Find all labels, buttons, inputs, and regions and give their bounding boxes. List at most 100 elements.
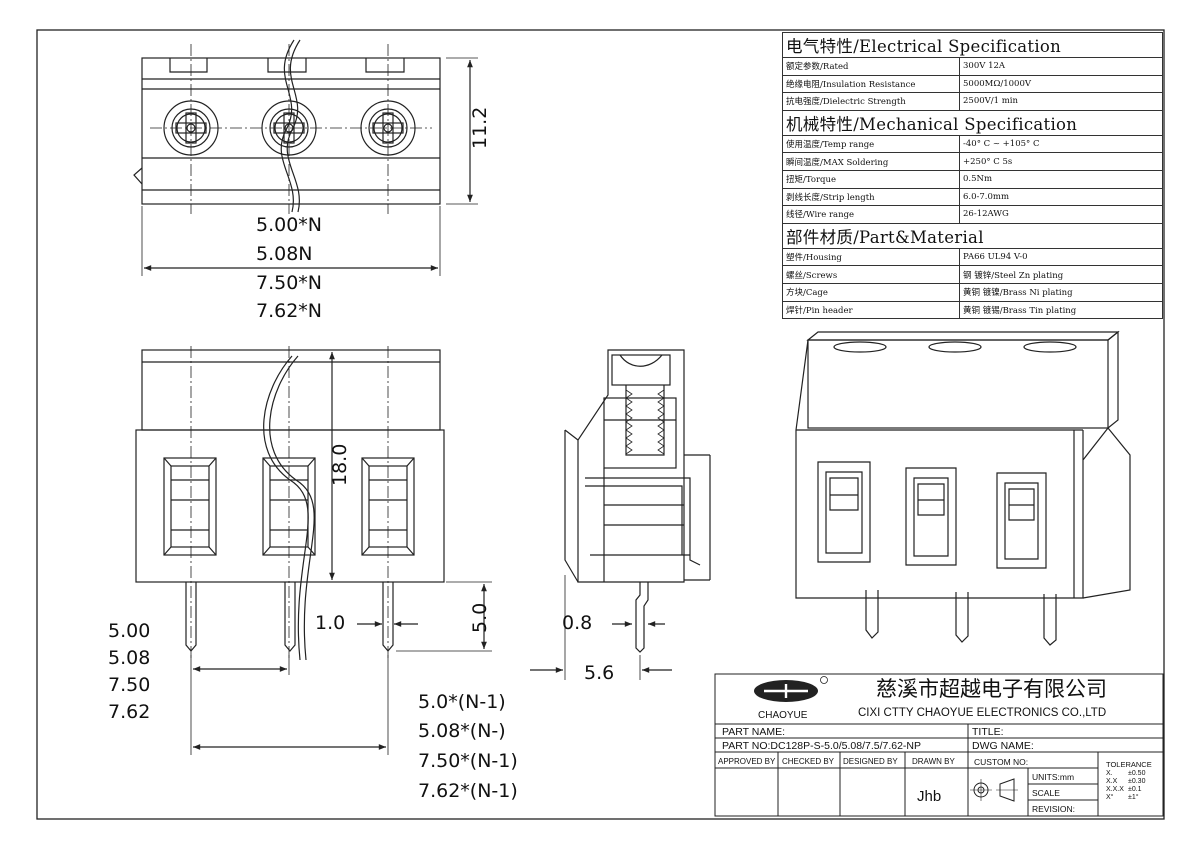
tolerance-row: X.X ±0.30 bbox=[1106, 778, 1145, 786]
spec-heading-text: 电气特性/Electrical Specification bbox=[782, 32, 1163, 58]
scale-label: SCALE bbox=[1032, 788, 1060, 798]
iso-view bbox=[795, 330, 1131, 646]
dwg-name-label: DWG NAME: bbox=[972, 740, 1034, 752]
tolerance-value: ±1° bbox=[1128, 794, 1139, 801]
spec-heading-text: 机械特性/Mechanical Specification bbox=[782, 109, 1163, 136]
tolerance-key: X° bbox=[1106, 794, 1114, 801]
checked-by-label: CHECKED BY bbox=[782, 757, 835, 766]
spec-label: 额定参数/Rated bbox=[782, 57, 960, 76]
tolerance-row: X. ±0.50 bbox=[1106, 770, 1145, 778]
drawn-by-label: DRAWN BY bbox=[912, 757, 955, 766]
dim-top-width-2: 5.08N bbox=[256, 243, 313, 265]
dim-pitch-4: 7.62 bbox=[108, 701, 151, 723]
drawn-by-value: Jhb bbox=[917, 788, 942, 805]
spec-label: 焊针/Pin header bbox=[782, 300, 960, 320]
spec-heading-text: 部件材质/Part&Material bbox=[782, 222, 1163, 249]
tolerance-row: X.X.X ±0.1 bbox=[1106, 786, 1145, 794]
spec-label: 线径/Wire range bbox=[782, 205, 960, 224]
spec-value: 26-12AWG bbox=[959, 205, 1163, 224]
spec-label: 剥线长度/Strip length bbox=[782, 187, 960, 207]
projection-symbol-icon bbox=[970, 778, 1018, 802]
dim-overall-4: 7.62*(N-1) bbox=[418, 780, 518, 802]
dim-overall-3: 7.50*(N-1) bbox=[418, 750, 518, 772]
title-block bbox=[714, 673, 1164, 817]
title-label: TITLE: bbox=[972, 726, 1004, 738]
spec-label: 绝缘电阻/Insulation Resistance bbox=[782, 74, 960, 94]
dim-top-height: 11.2 bbox=[469, 106, 491, 149]
tolerance-value: ±0.1 bbox=[1128, 786, 1142, 793]
dim-side-depth: 5.6 bbox=[584, 662, 615, 684]
dim-top-width-3: 7.50*N bbox=[256, 272, 323, 294]
spec-value: -40° C ~ +105° C bbox=[959, 134, 1163, 154]
units-label: UNITS:mm bbox=[1032, 772, 1075, 782]
spec-label: 扭矩/Torque bbox=[782, 169, 960, 189]
company-name-en: CIXI CTTY CHAOYUE ELECTRONICS CO.,LTD bbox=[858, 707, 1107, 719]
dim-pin-length: 5.0 bbox=[469, 602, 491, 633]
part-no: PART NO:DC128P-S-5.0/5.08/7.5/7.62-NP bbox=[722, 740, 922, 752]
logo-text: CHAOYUE bbox=[758, 710, 808, 721]
side-view bbox=[530, 349, 711, 680]
spec-value: 钢 镀锌/Steel Zn plating bbox=[959, 265, 1163, 284]
part-name-label: PART NAME: bbox=[722, 726, 786, 738]
spec-value: 300V 12A bbox=[959, 57, 1163, 76]
top-view bbox=[133, 39, 478, 276]
spec-label: 塑件/Housing bbox=[782, 247, 960, 267]
spec-label: 抗电强度/Dielectric Strength bbox=[782, 92, 960, 111]
tolerance-key: X.X.X bbox=[1106, 786, 1124, 793]
tolerance-value: ±0.50 bbox=[1128, 770, 1146, 777]
spec-label: 方块/Cage bbox=[782, 282, 960, 302]
spec-label: 螺丝/Screws bbox=[782, 265, 960, 284]
spec-value: 2500V/1 min bbox=[959, 92, 1163, 111]
dim-overall-1: 5.0*(N-1) bbox=[418, 691, 506, 713]
spec-value: 黄铜 镀镍/Brass Ni plating bbox=[959, 282, 1163, 302]
dim-pitch-1: 5.00 bbox=[108, 620, 151, 642]
dim-pitch-2: 5.08 bbox=[108, 647, 151, 669]
tolerance-key: X.X bbox=[1106, 778, 1118, 785]
spec-row: 瞬间温度/MAX Soldering+250° C 5s bbox=[782, 152, 1163, 171]
spec-value: 0.5Nm bbox=[959, 169, 1163, 189]
company-logo-icon bbox=[754, 676, 828, 702]
dim-front-height: 18.0 bbox=[329, 443, 351, 486]
dim-side-pin: 0.8 bbox=[562, 612, 593, 634]
approved-by-label: APPROVED BY bbox=[718, 757, 776, 766]
front-view bbox=[135, 346, 492, 755]
dim-top-width-4: 7.62*N bbox=[256, 300, 323, 322]
spec-value: PA66 UL94 V-0 bbox=[959, 247, 1163, 267]
spec-label: 使用温度/Temp range bbox=[782, 134, 960, 154]
spec-label: 瞬间温度/MAX Soldering bbox=[782, 152, 960, 171]
spec-section-heading: 机械特性/Mechanical Specification bbox=[782, 109, 1163, 136]
dim-pitch-3: 7.50 bbox=[108, 674, 151, 696]
tolerance-row: X° ±1° bbox=[1106, 794, 1145, 802]
sheet-border bbox=[36, 29, 1165, 820]
dim-pin-width: 1.0 bbox=[315, 612, 346, 634]
tolerance-value: ±0.30 bbox=[1128, 778, 1146, 785]
spec-value: 6.0-7.0mm bbox=[959, 187, 1163, 207]
spec-row: 使用温度/Temp range-40° C ~ +105° C bbox=[782, 134, 1163, 154]
spec-value: 5000MΩ/1000V bbox=[959, 74, 1163, 94]
dim-top-width-1: 5.00*N bbox=[256, 214, 323, 236]
spec-value: +250° C 5s bbox=[959, 152, 1163, 171]
spec-section-heading: 电气特性/Electrical Specification bbox=[782, 32, 1163, 58]
screw-icon bbox=[163, 100, 219, 156]
screw-icon bbox=[360, 100, 416, 156]
custom-no-label: CUSTOM NO: bbox=[974, 757, 1029, 767]
company-name-cn: 慈溪市超越电子有限公司 bbox=[876, 677, 1107, 701]
designed-by-label: DESIGNED BY bbox=[843, 757, 898, 766]
dim-overall-2: 5.08*(N-) bbox=[418, 720, 506, 742]
tolerance-key: X. bbox=[1106, 770, 1113, 777]
tolerance-title: TOLERANCE bbox=[1106, 760, 1152, 769]
revision-label: REVISION: bbox=[1032, 804, 1075, 814]
